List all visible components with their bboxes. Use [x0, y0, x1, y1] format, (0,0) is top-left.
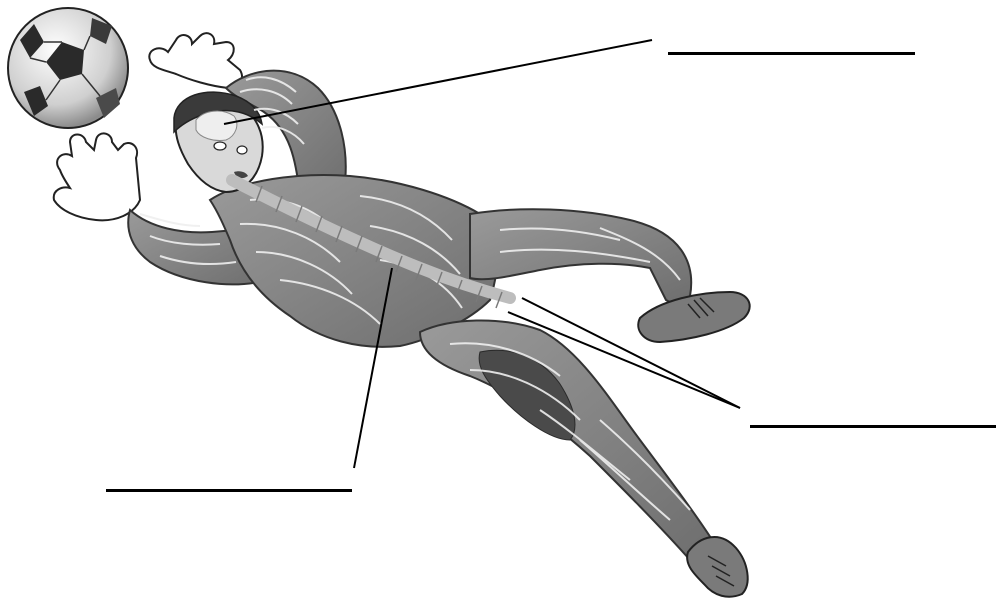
soccer-ball [8, 8, 128, 128]
goalkeeper-figure [54, 33, 750, 597]
label-blank-spinal-cord[interactable] [106, 489, 352, 492]
label-blank-nerves[interactable] [750, 425, 996, 428]
label-blank-brain[interactable] [668, 52, 915, 55]
